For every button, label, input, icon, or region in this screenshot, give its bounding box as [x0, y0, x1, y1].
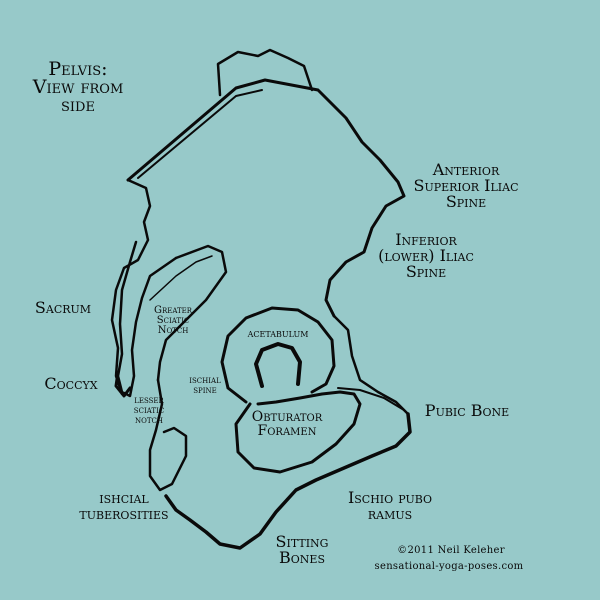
label-sitting-bones: Sitting Bones — [275, 532, 329, 567]
diagram-title: Pelvis: View from side — [32, 58, 124, 117]
pubic-inner-edge — [337, 387, 405, 411]
ischio-pubic-ramus-outline — [164, 412, 412, 550]
label-greater-sciatic-notch: Greater Sciatic Notch — [153, 305, 193, 336]
acetabulum-rim — [220, 306, 336, 404]
anterior-ilium-to-pubis — [332, 314, 410, 416]
website-credit: sensational-yoga-poses.com — [374, 561, 524, 572]
lesser-sciatic-outline — [148, 378, 188, 492]
acetabulum-fossa — [254, 342, 302, 388]
label-acetabulum: acetabulum — [247, 327, 309, 340]
copyright-credit: ©2011 Neil Keleher — [397, 545, 505, 556]
label-ischio-pubo-ramus: Ischio pubo ramus — [347, 488, 433, 523]
label-lesser-sciatic-notch: lesser sciatic notch — [133, 395, 165, 426]
label-sacrum: Sacrum — [34, 298, 92, 317]
iliac-crest-outline — [126, 78, 406, 318]
label-coccyx: Coccyx — [44, 374, 98, 393]
label-pubic-bone: Pubic Bone — [424, 401, 510, 420]
greater-sciatic-notch-inner — [149, 255, 213, 301]
iliac-crest-top-ridge — [216, 48, 314, 97]
posterior-ilium-edge — [110, 178, 152, 396]
iliac-crest-back-edge — [137, 89, 263, 179]
obturator-foramen-outline — [234, 390, 362, 474]
greater-sciatic-notch-outline — [156, 244, 228, 382]
coccyx-outline — [114, 370, 132, 398]
label-ischial-tuberosities: ishcial tuberosities — [79, 488, 169, 523]
label-ischial-spine: ischial spine — [189, 375, 221, 396]
label-inferior-iliac-spine: Inferior (lower) Iliac Spine — [378, 230, 474, 281]
label-anterior-superior-iliac-spine: Anterior Superior Iliac Spine — [413, 160, 519, 211]
label-obturator-foramen: Obturator Foramen — [251, 409, 323, 439]
